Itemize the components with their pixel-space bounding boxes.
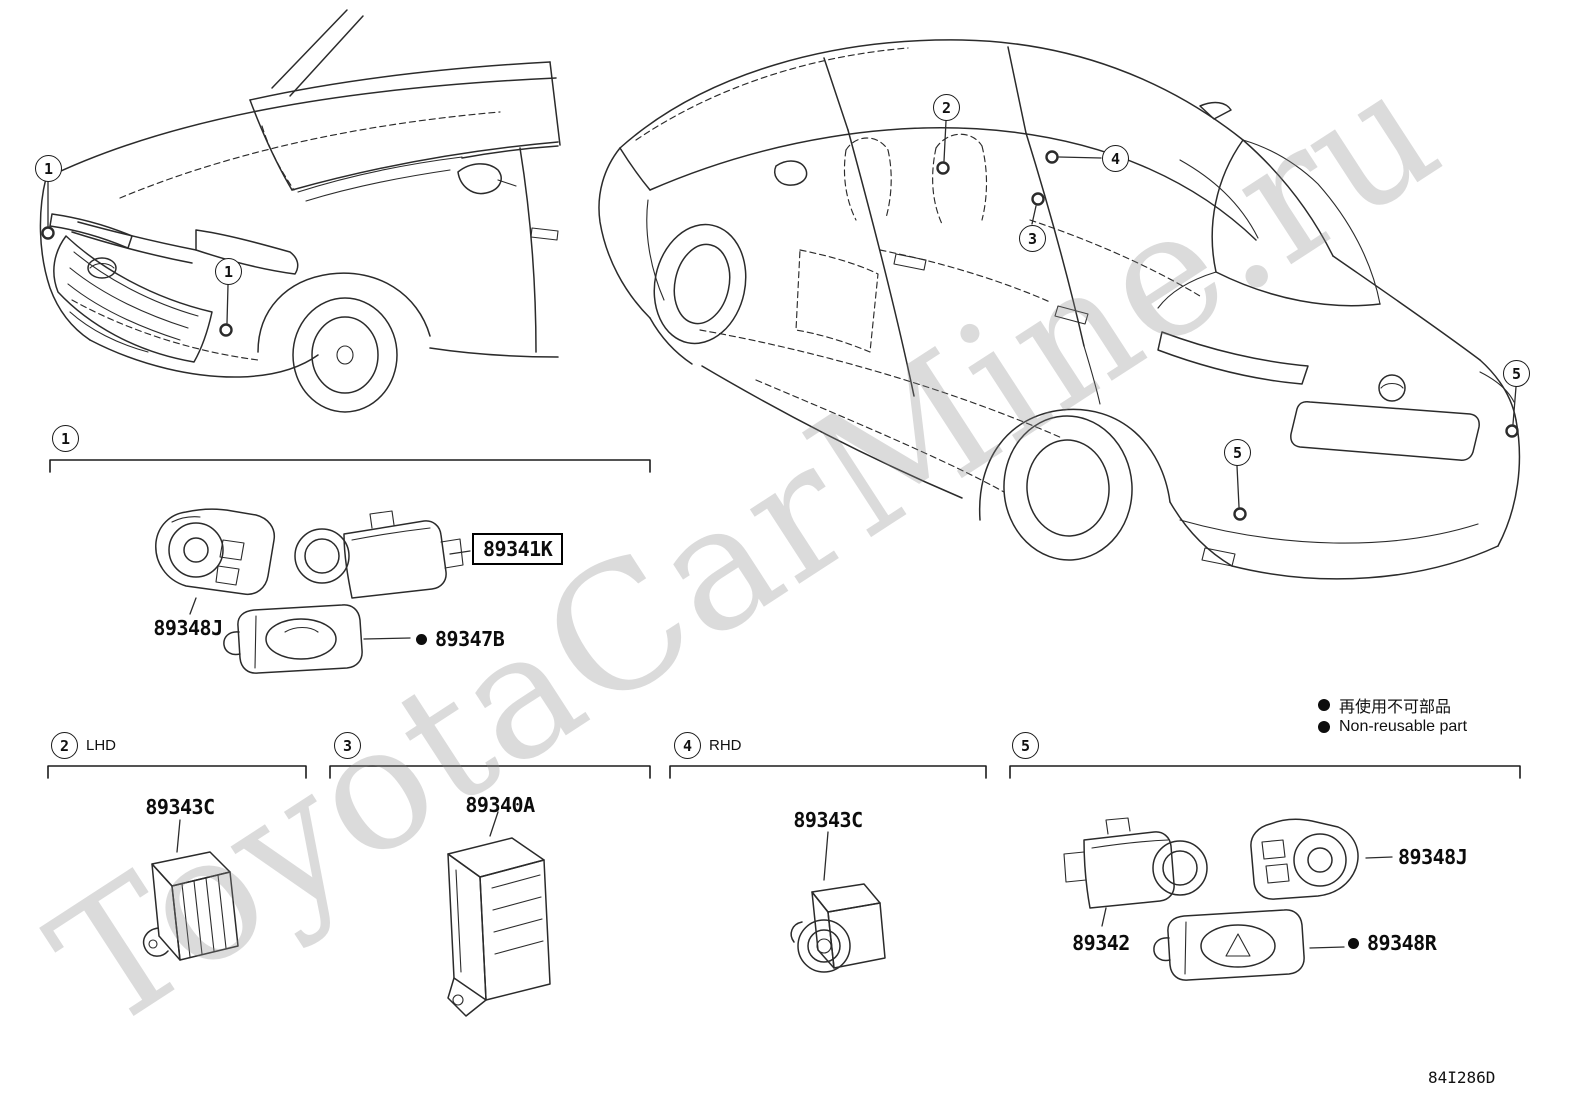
callout-1-front-b: 1 — [215, 258, 242, 285]
part-label-89348j-front[interactable]: 89348J — [153, 616, 223, 640]
part-label-89347b[interactable]: 89347B — [416, 627, 505, 651]
part-label-89341k-selected[interactable]: 89341K — [472, 533, 564, 565]
part-label-89340a[interactable]: 89340A — [465, 793, 535, 817]
group-4-variant-label: RHD — [709, 737, 742, 754]
front-car-drawing — [39, 9, 561, 413]
diagram-code: 84I286D — [1428, 1068, 1496, 1087]
part-label-89348r[interactable]: 89348R — [1348, 931, 1437, 955]
non-reusable-dot-icon — [1348, 937, 1359, 949]
part-label-89343c-lhd[interactable]: 89343C — [145, 795, 215, 819]
legend-text-jp: 再使用不可部品 — [1339, 699, 1452, 716]
callout-5-rear-b: 5 — [1503, 360, 1530, 387]
callout-3-rear: 3 — [1019, 225, 1046, 252]
front-sensor-illustration — [294, 510, 471, 599]
part-label-89343c-rhd[interactable]: 89343C — [793, 808, 863, 832]
legend-row-jp: 再使用不可部品 — [1318, 693, 1451, 717]
rear-sensor-illustration — [1063, 817, 1208, 927]
non-reusable-dot-icon — [416, 633, 427, 645]
legend-text-en: Non-reusable part — [1339, 718, 1468, 735]
rear-retainer-illustration — [1250, 818, 1393, 900]
front-retainer-illustration — [155, 508, 276, 615]
non-reusable-dot-icon — [1318, 721, 1330, 733]
ecu-illustration — [447, 811, 551, 1017]
callout-2-rear: 2 — [933, 94, 960, 121]
part-number-text: 89348R — [1367, 931, 1437, 955]
callout-leaders — [41, 120, 1519, 521]
group-3-marker: 3 — [334, 732, 361, 759]
callout-1-front-a: 1 — [35, 155, 62, 182]
group-brackets — [47, 459, 1521, 779]
part-label-89342[interactable]: 89342 — [1072, 931, 1130, 955]
group-5-marker: 5 — [1012, 732, 1039, 759]
rear-car-drawing — [598, 39, 1521, 580]
part-label-89348j-rear[interactable]: 89348J — [1398, 845, 1468, 869]
part-number-text: 89347B — [435, 627, 505, 651]
non-reusable-dot-icon — [1318, 699, 1330, 711]
group-4-marker: 4 — [674, 732, 701, 759]
group-2-variant-label: LHD — [86, 737, 117, 754]
rear-holder-illustration — [1153, 909, 1345, 981]
callout-4-rear: 4 — [1102, 145, 1129, 172]
lhd-buzzer-illustration — [142, 819, 239, 961]
group-2-marker: 2 — [51, 732, 78, 759]
front-holder-illustration — [223, 604, 411, 674]
group-1-marker: 1 — [52, 425, 79, 452]
legend-row-en: Non-reusable part — [1318, 718, 1467, 736]
rhd-buzzer-illustration — [790, 831, 886, 973]
callout-5-rear-a: 5 — [1224, 439, 1251, 466]
